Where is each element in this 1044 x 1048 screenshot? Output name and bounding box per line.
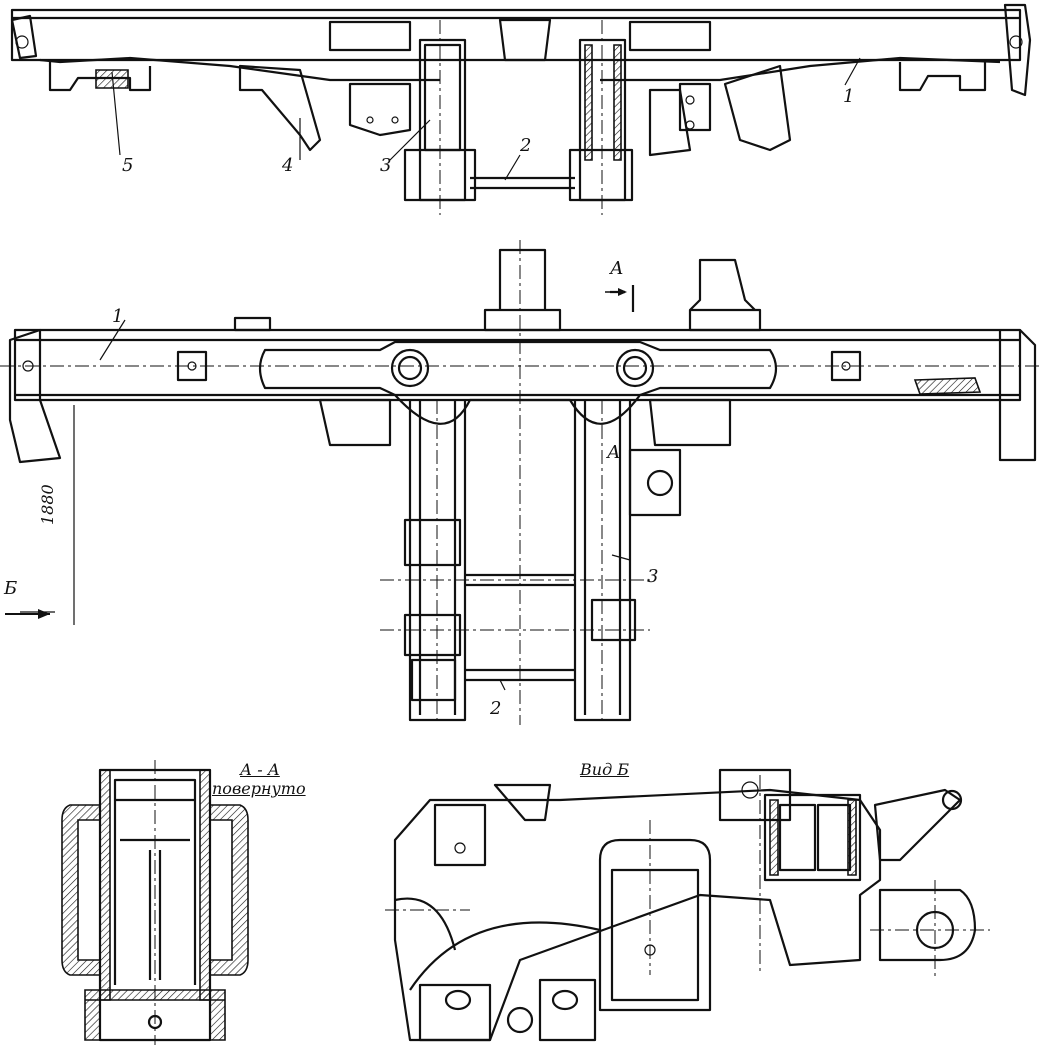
section-note: повернуто [212,779,306,798]
view-mark: Б [4,578,18,599]
label-frame-plan: 1 [112,306,124,327]
label-bracket: 4 [282,155,294,176]
section-mark-bottom: А [607,442,621,463]
label-beam-plan: 3 [647,566,659,587]
label-beam-top: 3 [380,155,392,176]
view-b [385,768,990,1042]
view-title: Вид Б [580,760,630,779]
label-pad: 5 [122,155,134,176]
section-title: А - А [240,760,280,779]
top-elevation-view [10,3,1032,215]
section-mark-top: А [610,258,624,279]
section-a-a [61,760,249,1045]
label-frame-top: 1 [843,86,855,107]
label-tie-rod-top: 2 [520,135,532,156]
plan-view [0,240,1040,725]
label-tie-rod-plan: 2 [490,698,502,719]
dimension-1880: 1880 [38,484,57,525]
